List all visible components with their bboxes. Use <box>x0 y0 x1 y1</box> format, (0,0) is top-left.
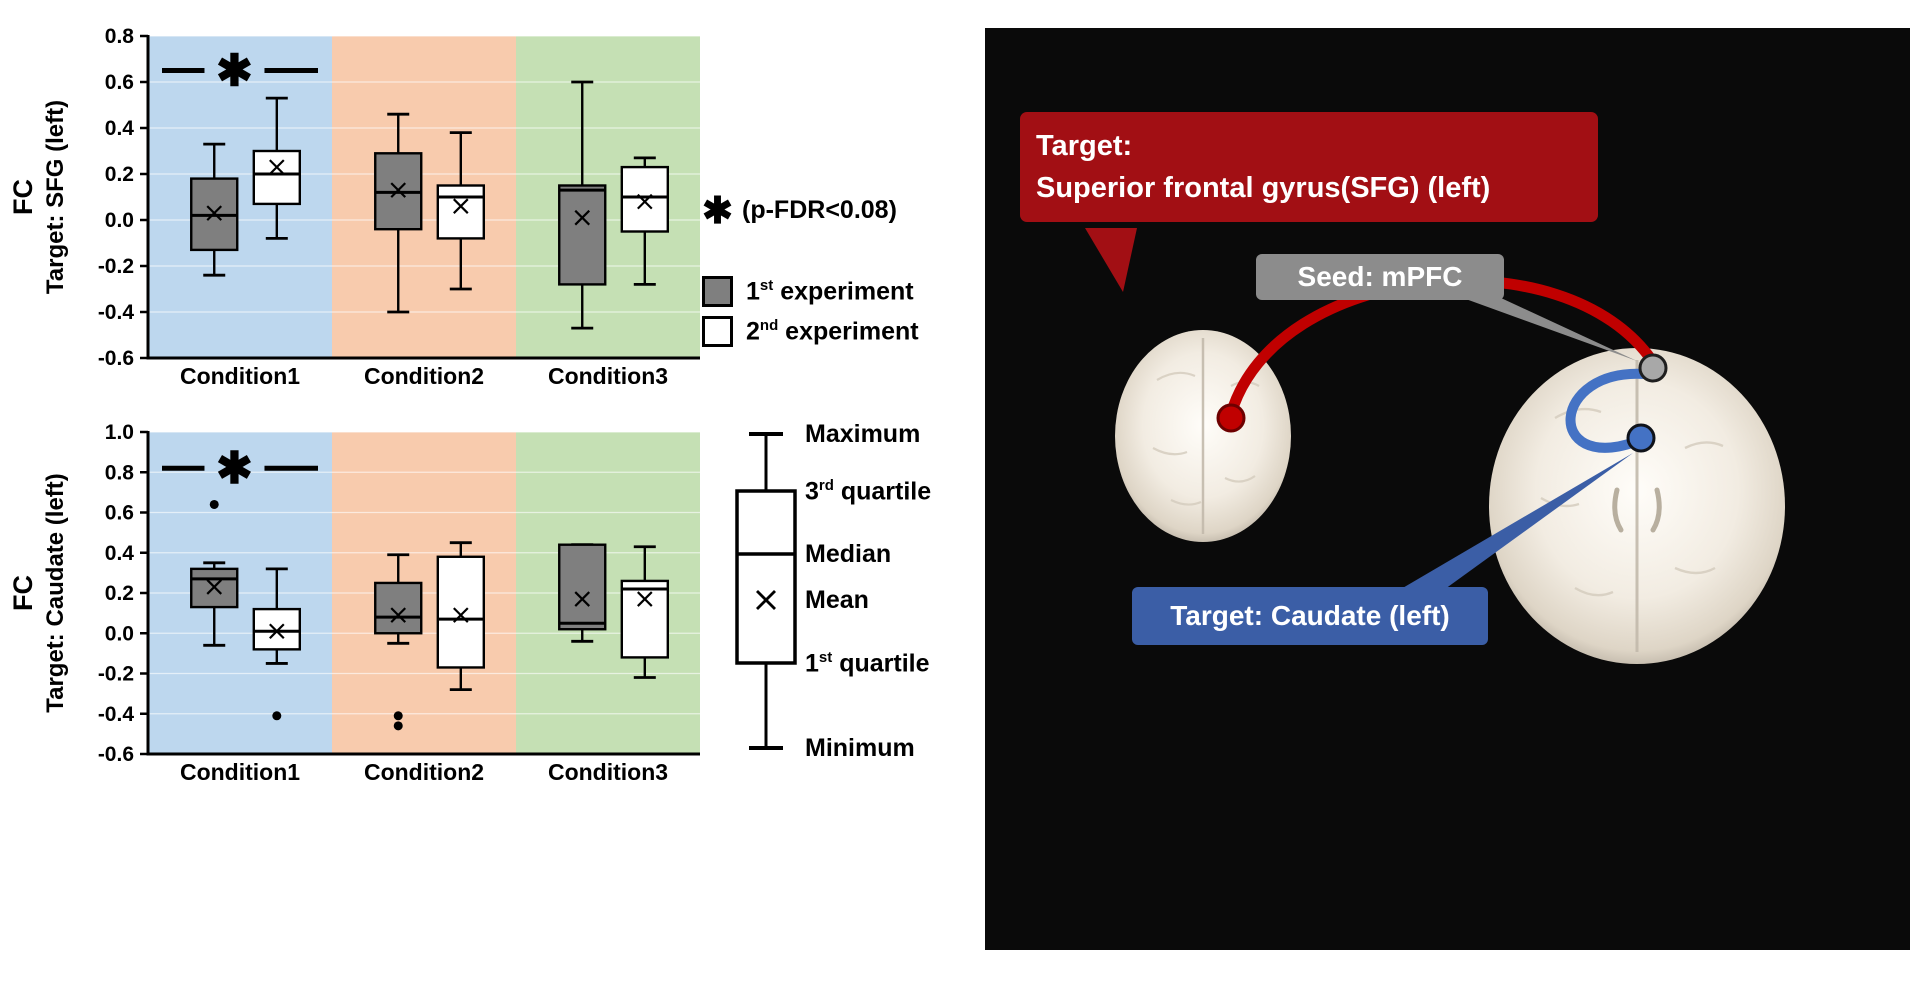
x-category-label: Condition3 <box>548 363 668 389</box>
box-exp2-cond3 <box>620 165 669 233</box>
x-category-label: Condition2 <box>364 759 484 785</box>
x-category-label: Condition2 <box>364 363 484 389</box>
box-exp2-cond3 <box>620 579 669 659</box>
outlier-dot <box>209 499 219 509</box>
y-axis-title-fc: FC <box>8 575 38 611</box>
y-axis-title-target: Target: SFG (left) <box>42 100 69 294</box>
y-tick-label: 0.4 <box>105 542 135 565</box>
right-brain-image <box>1489 348 1785 664</box>
legend-label-2nd-experiment: 2nd experiment <box>746 316 919 346</box>
boxplot-anatomy-diagram <box>735 432 797 750</box>
target-sfg-callout-line1: Target: <box>1036 130 1133 162</box>
significance-asterisk: ✱ <box>216 444 253 493</box>
y-tick-label: -0.4 <box>98 703 135 726</box>
x-category-label: Condition3 <box>548 759 668 785</box>
y-tick-label: -0.6 <box>98 743 134 766</box>
y-tick-label: -0.6 <box>98 347 134 370</box>
box-exp1-cond3 <box>558 184 607 286</box>
box-exp1-cond3 <box>558 543 607 631</box>
anatomy-label-median: Median <box>805 540 892 568</box>
y-axis-title-fc: FC <box>8 179 38 215</box>
anatomy-label-maximum: Maximum <box>805 420 921 448</box>
boxplot-fc-caudate: ✱ 1.0 0.8 0.6 0.4 0.2 0.0 -0.2 -0.4 -0.6Condition… <box>8 421 700 785</box>
box-exp2-cond1 <box>252 607 302 651</box>
outlier-dot <box>393 711 403 721</box>
y-tick-label: -0.2 <box>98 663 134 686</box>
mean-cross-icon <box>756 590 776 610</box>
target-sfg-callout: Target: Superior frontal gyrus(SFG) (lef… <box>1020 112 1598 223</box>
seed-callout-pointer <box>1463 298 1637 361</box>
anatomy-label-mean: Mean <box>805 586 869 614</box>
y-axis-title-target: Target: Caudate (left) <box>42 473 69 713</box>
box-exp1-cond2 <box>374 581 423 635</box>
x-category-label: Condition1 <box>180 363 300 389</box>
asterisk-icon: ✱ <box>702 190 734 231</box>
outlier-dot <box>393 721 403 731</box>
legend-entry-1st-experiment: 1st experiment <box>702 276 914 307</box>
condition-band-2 <box>332 36 516 358</box>
brain-connectivity-panel: Target: Superior frontal gyrus(SFG) (lef… <box>985 28 1910 950</box>
caudate-callout-pointer <box>1401 453 1633 589</box>
target-sfg-dot <box>1216 403 1246 433</box>
box-exp2-cond2 <box>436 555 485 669</box>
y-tick-label: 0.2 <box>105 163 134 186</box>
y-tick-label: 0.8 <box>105 461 135 484</box>
box-exp2-cond2 <box>436 184 485 240</box>
anatomy-label-1st-quartile: 1st quartile <box>805 649 930 678</box>
anatomy-label-3rd-quartile: 3rd quartile <box>805 477 932 506</box>
outlier-dot <box>272 711 282 721</box>
legend-label-1st-experiment: 1st experiment <box>746 276 914 306</box>
gray-swatch <box>702 276 733 307</box>
x-category-label: Condition1 <box>180 759 300 785</box>
blue-connection-curve <box>1565 368 1650 453</box>
y-tick-label: -0.2 <box>98 255 134 278</box>
y-tick-label: 0.6 <box>105 502 134 525</box>
y-tick-label: 1.0 <box>105 421 134 444</box>
condition-band-3 <box>516 36 700 358</box>
target-caudate-callout: Target: Caudate (left) <box>1132 587 1488 645</box>
y-tick-label: 0.2 <box>105 582 134 605</box>
y-tick-label: 0.6 <box>105 71 134 94</box>
y-tick-label: 0.4 <box>105 117 135 140</box>
seed-mpfc-dot <box>1638 353 1668 383</box>
significance-asterisk: ✱ <box>216 47 253 96</box>
target-sfg-callout-line2: Superior frontal gyrus(SFG) (left) <box>1036 172 1491 205</box>
legend-entry-2nd-experiment: 2nd experiment <box>702 316 919 347</box>
y-tick-label: -0.4 <box>98 301 135 324</box>
box-exp1-cond1 <box>190 567 239 609</box>
condition-band-1 <box>148 36 332 358</box>
box-exp2-cond1 <box>252 149 302 206</box>
significance-note-text: (p-FDR<0.08) <box>742 196 897 224</box>
target-caudate-dot <box>1626 423 1656 453</box>
anatomy-label-minimum: Minimum <box>805 734 915 762</box>
seed-mpfc-callout: Seed: mPFC <box>1256 254 1504 300</box>
y-tick-label: 0.8 <box>105 25 135 48</box>
brain-panel-graphic <box>1085 228 1785 664</box>
y-tick-label: 0.0 <box>105 622 134 645</box>
target-sfg-callout-pointer <box>1085 228 1137 292</box>
y-tick-label: 0.0 <box>105 209 134 232</box>
white-swatch <box>702 316 733 347</box>
significance-note: ✱ (p-FDR<0.08) <box>702 192 897 229</box>
